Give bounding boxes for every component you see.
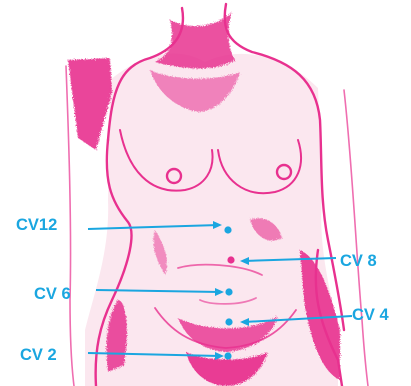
acupoint-cv12 [224, 226, 231, 233]
acupoint-cv4 [225, 318, 232, 325]
arrowhead-cv6 [215, 288, 224, 296]
arrowhead-cv12 [213, 221, 222, 229]
arrowhead-cv4 [240, 318, 249, 326]
label-cv6: CV 6 [34, 285, 71, 303]
acupoint-cv6 [225, 288, 232, 295]
leader-line-cv8 [244, 258, 336, 261]
label-cv8: CV 8 [340, 252, 377, 270]
leader-line-cv2 [88, 353, 220, 356]
acupoint-cv8 [227, 256, 234, 263]
leader-line-cv4 [244, 316, 352, 322]
label-cv4: CV 4 [352, 306, 390, 324]
leader-line-cv12 [88, 225, 219, 229]
arrowhead-cv2 [215, 352, 224, 360]
arrowhead-cv8 [240, 257, 249, 265]
leader-line-cv6 [96, 290, 220, 292]
label-cv12: CV12 [16, 216, 57, 234]
label-cv2: CV 2 [20, 346, 57, 364]
acupoint-cv2 [224, 352, 231, 359]
